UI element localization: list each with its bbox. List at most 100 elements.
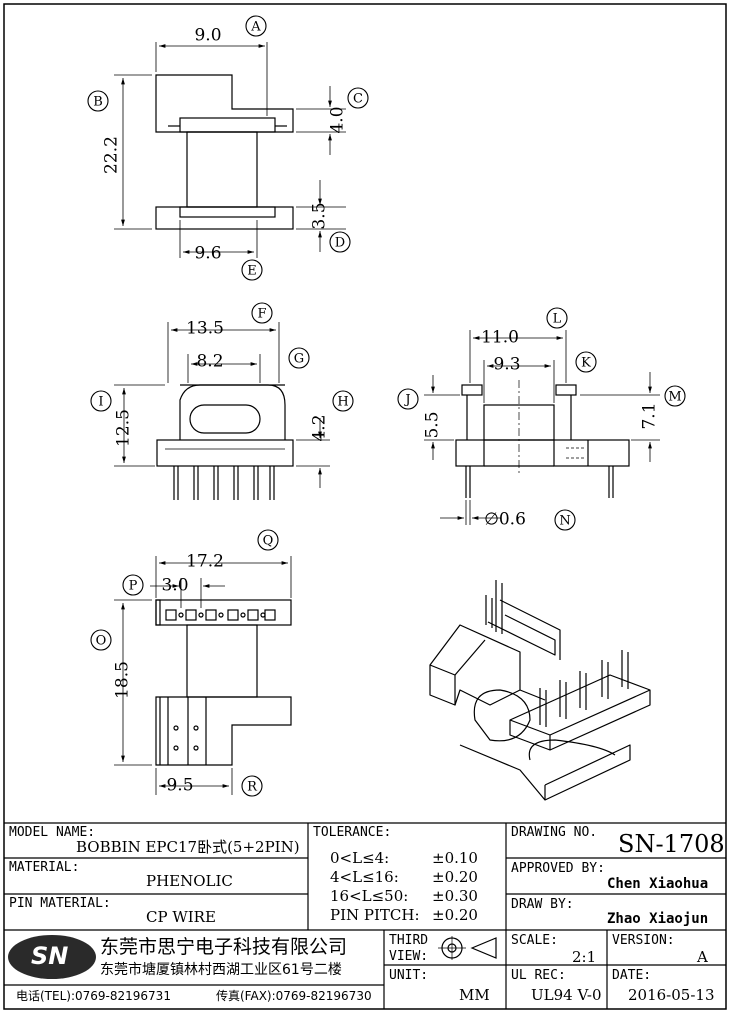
dim-value-m: 7.1 <box>640 402 660 429</box>
unit-label: UNIT: <box>389 968 429 983</box>
ul-rec: UL94 V-0 <box>531 986 602 1004</box>
model-name-label: MODEL NAME: <box>9 825 96 840</box>
dim-bubble-m <box>664 385 686 407</box>
view-isometric <box>429 580 651 801</box>
logo-text: SN <box>31 942 69 970</box>
tolerance-range-4: PIN PITCH: <box>330 906 420 924</box>
company-address: 东莞市塘厦镇林村西湖工业区61号二楼 <box>100 962 342 978</box>
dim-value-q: 17.2 <box>186 552 224 572</box>
dim-value-k: 9.3 <box>493 355 520 375</box>
dim-value-i: 12.5 <box>114 409 134 447</box>
approved-by: Chen Xiaohua <box>607 876 709 892</box>
third-view-label-2: VIEW: <box>389 949 429 964</box>
dim-value-h: 4.2 <box>310 414 330 441</box>
dim-letter-r: R <box>247 780 258 795</box>
drawing-no-label: DRAWING NO. <box>511 825 598 840</box>
dim-value-n: ∅0.6 <box>484 510 526 530</box>
dim-value-f: 13.5 <box>186 319 224 339</box>
dim-bubble-f <box>251 302 273 324</box>
unit: MM <box>459 986 490 1004</box>
dim-bubble-h <box>332 390 354 412</box>
view-front <box>114 42 346 258</box>
dim-bubble-l <box>546 307 568 329</box>
tolerance-value-3: ±0.30 <box>432 887 478 905</box>
material: PHENOLIC <box>146 872 233 890</box>
dim-value-p: 3.0 <box>161 576 188 596</box>
title-block-grid <box>4 822 726 1009</box>
dim-letter-f: F <box>257 307 266 322</box>
dim-value-l: 11.0 <box>481 328 519 348</box>
dim-bubble-p <box>122 574 144 596</box>
dim-value-r: 9.5 <box>166 776 193 796</box>
dim-bubble-k <box>575 351 597 373</box>
draw-by-label: DRAW BY: <box>511 897 574 912</box>
sheet-border <box>3 3 727 1010</box>
date: 2016-05-13 <box>628 986 715 1004</box>
view-side-pins <box>114 322 330 500</box>
model-name: BOBBIN EPC17卧式(5+2PIN) <box>76 838 300 856</box>
dim-bubble-q <box>257 529 279 551</box>
dim-bubble-g <box>288 347 310 369</box>
material-label: MATERIAL: <box>9 860 80 875</box>
dim-value-o: 18.5 <box>113 661 133 699</box>
approved-by-label: APPROVED BY: <box>511 861 605 876</box>
tolerance-range-2: 4<L≤16: <box>330 868 399 886</box>
dim-bubble-c <box>347 87 369 109</box>
dim-bubble-i <box>90 390 112 412</box>
dim-letter-l: L <box>553 312 562 327</box>
dim-letter-h: H <box>337 395 348 410</box>
dim-letter-o: O <box>96 634 107 649</box>
dim-value-d: 3.5 <box>310 202 330 229</box>
logo <box>8 935 96 979</box>
dim-bubble-e <box>241 259 263 281</box>
company-fax: 传真(FAX):0769-82196730 <box>216 989 372 1003</box>
dim-letter-i: I <box>98 395 103 410</box>
dim-letter-j: J <box>403 393 410 408</box>
view-end <box>424 330 660 525</box>
view-top <box>114 556 292 795</box>
version: A <box>697 948 708 966</box>
tolerance-value-1: ±0.10 <box>432 849 478 867</box>
dim-value-b: 22.2 <box>102 136 122 174</box>
draw-by: Zhao Xiaojun <box>607 911 709 927</box>
dim-value-c: 4.0 <box>328 106 348 133</box>
dim-letter-c: C <box>353 92 363 107</box>
tolerance-range-1: 0<L≤4: <box>330 849 390 867</box>
ul-rec-label: UL REC: <box>511 968 566 983</box>
dim-letter-m: M <box>668 390 681 405</box>
dim-bubble-o <box>90 629 112 651</box>
dim-bubble-j <box>397 388 419 410</box>
dim-letter-g: G <box>294 352 304 367</box>
dim-value-e: 9.6 <box>194 244 221 264</box>
scale: 2:1 <box>572 948 597 966</box>
dim-bubble-n <box>554 509 576 531</box>
dim-bubble-a <box>245 15 267 37</box>
dim-letter-b: B <box>93 95 103 110</box>
dim-bubble-d <box>329 231 351 253</box>
dim-value-a: 9.0 <box>194 26 221 46</box>
dim-letter-a: A <box>250 20 261 35</box>
company-tel: 电话(TEL):0769-82196731 <box>16 989 171 1003</box>
pin-material: CP WIRE <box>146 908 216 926</box>
tolerance-range-3: 16<L≤50: <box>330 887 409 905</box>
drawing-no: SN-1708 <box>618 830 725 858</box>
dim-letter-q: Q <box>263 534 274 549</box>
scale-label: SCALE: <box>511 933 558 948</box>
third-view-label-1: THIRD <box>389 933 429 948</box>
version-label: VERSION: <box>612 933 675 948</box>
tolerance-value-2: ±0.20 <box>432 868 478 886</box>
tolerance-value-4: ±0.20 <box>432 906 478 924</box>
dim-bubble-b <box>87 90 109 112</box>
date-label: DATE: <box>612 968 652 983</box>
company-name: 东莞市思宁电子科技有限公司 <box>100 936 348 958</box>
dim-letter-p: P <box>129 579 138 594</box>
dim-letter-e: E <box>247 264 257 279</box>
dim-letter-n: N <box>559 514 570 529</box>
dim-letter-d: D <box>335 236 345 251</box>
dim-value-g: 8.2 <box>196 352 223 372</box>
dim-value-j: 5.5 <box>423 411 443 438</box>
pin-material-label: PIN MATERIAL: <box>9 896 111 911</box>
dim-bubble-r <box>241 775 263 797</box>
